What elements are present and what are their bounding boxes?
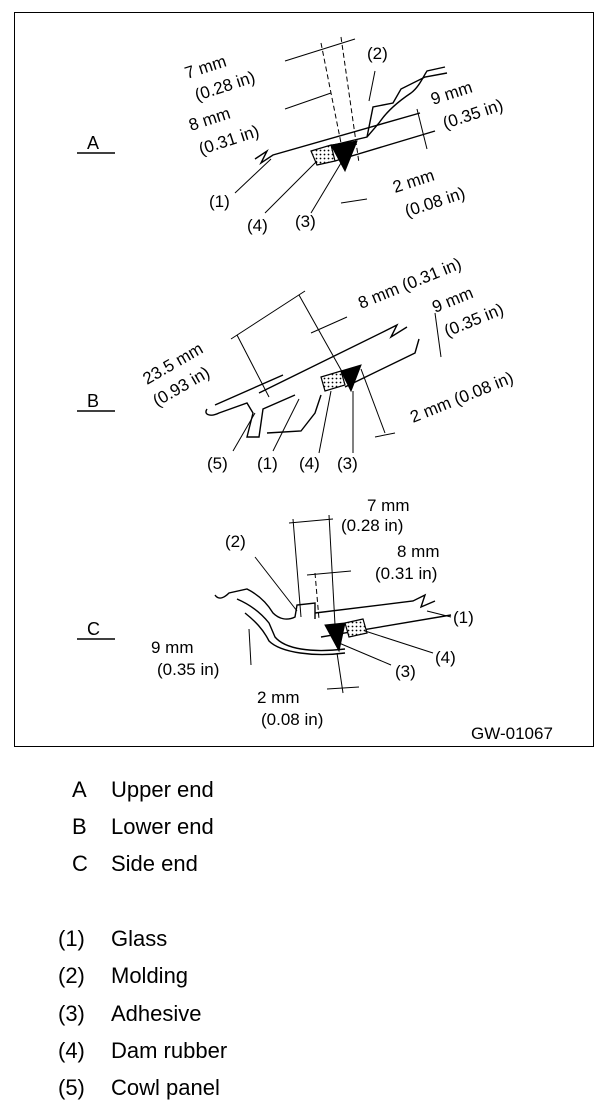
section-a-dim-2-mm: 2 mm xyxy=(390,166,436,197)
section-c-callout-2: (2) xyxy=(225,532,246,551)
section-a-molding xyxy=(324,66,446,148)
section-c-body-outer xyxy=(236,598,346,652)
section-b-callout-5: (5) xyxy=(207,454,228,473)
section-c-callout-4: (4) xyxy=(435,648,456,667)
section-b-body-panel xyxy=(266,394,322,434)
legend-key: (5) xyxy=(58,1075,85,1100)
section-b-cowl-panel xyxy=(205,394,296,438)
section-b-dim-8 xyxy=(310,316,348,334)
section-c-dim-2 xyxy=(326,686,360,690)
section-a-letter: A xyxy=(87,133,99,153)
section-a-callout-4: (4) xyxy=(247,216,268,235)
section-c-leader-4 xyxy=(364,630,434,654)
section-a-dim-8-mm: 8 mm xyxy=(186,104,232,135)
legend-key: (3) xyxy=(58,1001,85,1026)
section-a-dim-8 xyxy=(284,92,332,110)
section-a-dim-7 xyxy=(284,38,356,62)
section-a-callout-2: (2) xyxy=(367,44,388,63)
section-c-drawing: C 7 mm (0.28 in) 8 mm (0.3 xyxy=(77,496,474,729)
diagram-frame: A 7 mm (0.28 in) 8 mm (0.31 in) 9 mm xyxy=(14,12,594,747)
legend-label: Adhesive xyxy=(111,1001,202,1026)
glass-installation-diagram: A 7 mm (0.28 in) 8 mm (0.31 in) 9 mm xyxy=(77,36,553,743)
section-c-ext-line xyxy=(292,518,302,618)
section-a-callout-3: (3) xyxy=(295,212,316,231)
section-a-drawing: A 7 mm (0.28 in) 8 mm (0.31 in) 9 mm xyxy=(77,36,506,235)
figure-id: GW-01067 xyxy=(471,724,553,743)
section-c-dam-rubber xyxy=(344,618,368,638)
section-c-letter: C xyxy=(87,619,100,639)
legend-label: Side end xyxy=(111,851,198,876)
section-a-leader-4 xyxy=(264,160,318,214)
legend-key: (4) xyxy=(58,1038,85,1063)
legend-label: Dam rubber xyxy=(111,1038,228,1063)
section-a-leader-3 xyxy=(310,162,342,214)
legend-key: (1) xyxy=(58,926,85,951)
section-c-dim-7 xyxy=(288,518,334,524)
section-a-glass-upper xyxy=(254,112,421,166)
legend-key: (2) xyxy=(58,963,85,988)
legend-key: B xyxy=(72,814,87,839)
section-a-leader-1 xyxy=(234,158,272,194)
section-c-leader-3 xyxy=(338,642,392,666)
section-b-ext-line xyxy=(298,294,346,378)
legend-label: Cowl panel xyxy=(111,1075,220,1100)
section-c-dim-2-in: (0.08 in) xyxy=(261,710,323,729)
section-c-leader-1 xyxy=(426,610,452,618)
section-c-dim-8-mm: 8 mm xyxy=(397,542,440,561)
section-c-callout-3: (3) xyxy=(395,662,416,681)
section-b-ext-line xyxy=(236,334,270,398)
section-a-ext-line xyxy=(340,36,360,164)
section-b-leader-1 xyxy=(272,398,300,452)
section-c-leader-2 xyxy=(254,556,298,612)
legend-label: Molding xyxy=(111,963,189,988)
section-c-callout-1: (1) xyxy=(453,608,474,627)
section-a-callout-1: (1) xyxy=(209,192,230,211)
section-c-ext-line xyxy=(336,652,344,694)
section-b-leader-5 xyxy=(232,412,256,452)
section-b-leader-4 xyxy=(318,390,332,454)
legend-key: A xyxy=(72,777,87,802)
legend-label: Lower end xyxy=(111,814,214,839)
section-b-ext-line xyxy=(360,368,386,434)
section-b-glass-upper xyxy=(258,323,408,394)
section-b-callout-3: (3) xyxy=(337,454,358,473)
section-b-letter: B xyxy=(87,391,99,411)
section-a-dim-9-mm: 9 mm xyxy=(428,78,474,109)
section-c-ext-line xyxy=(328,514,336,626)
legend-label: Glass xyxy=(111,926,168,951)
section-c-dim-7-in: (0.28 in) xyxy=(341,516,403,535)
legend-label: Upper end xyxy=(111,777,214,802)
section-a-ext-line xyxy=(320,42,346,164)
section-c-adhesive xyxy=(324,622,346,653)
legend-key: C xyxy=(72,851,88,876)
section-c-body-inner xyxy=(244,612,346,656)
section-c-dim-7-mm: 7 mm xyxy=(367,496,410,515)
section-c-glass-upper xyxy=(314,593,436,614)
section-b-cowl-panel-upper xyxy=(214,374,284,406)
section-c-dim-9-mm: 9 mm xyxy=(151,638,194,657)
section-a-dim-9 xyxy=(416,108,428,150)
section-b-dim-2 xyxy=(374,432,396,438)
section-b-adhesive xyxy=(340,364,362,393)
section-c-dim-2-mm: 2 mm xyxy=(257,688,300,707)
section-b-dim-2-label: 2 mm (0.08 in) xyxy=(407,368,516,427)
section-c-molding xyxy=(214,588,316,620)
section-b-dim-9 xyxy=(434,312,442,358)
section-c-dim-9 xyxy=(248,628,252,666)
section-c-dim-9-in: (0.35 in) xyxy=(157,660,219,679)
section-a-molding-inner xyxy=(366,72,448,138)
section-b-dim-235 xyxy=(230,290,306,340)
section-b-dam-rubber xyxy=(320,370,346,392)
section-b-callout-4: (4) xyxy=(299,454,320,473)
section-b-callout-1: (1) xyxy=(257,454,278,473)
section-a-dam-rubber xyxy=(310,144,336,166)
section-c-dim-8 xyxy=(306,570,352,576)
section-b-glass-lower xyxy=(344,338,420,388)
section-a-dim-2 xyxy=(340,198,368,204)
section-a-leader-2 xyxy=(368,70,376,102)
section-c-dim-8-in: (0.31 in) xyxy=(375,564,437,583)
section-a-glass-lower xyxy=(334,130,436,162)
section-b-drawing: B 23.5 mm (0.93 in) 8 mm (0.31 in) xyxy=(77,254,516,473)
